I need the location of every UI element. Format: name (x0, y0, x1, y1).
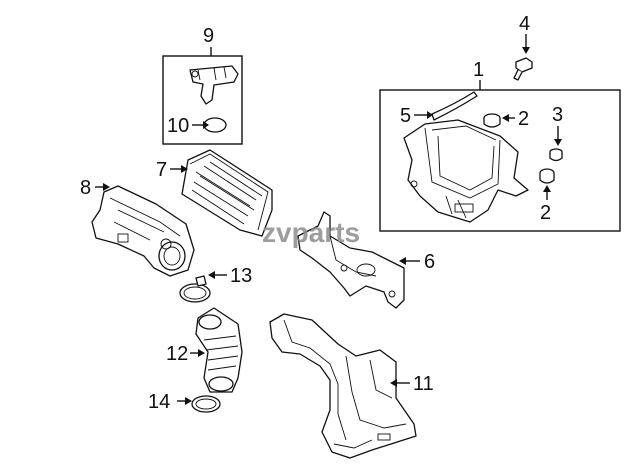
callout-4: 4 (519, 13, 530, 35)
watermark: zvparts (262, 217, 360, 248)
callout-12: 12 (166, 343, 188, 365)
callout-2-lower: 2 (540, 202, 551, 224)
callout-3: 3 (552, 104, 563, 126)
grommet-upper (483, 113, 501, 128)
breather-tube (431, 91, 478, 121)
inset-box-air-cleaner-case (379, 89, 621, 232)
inset-box-mass-airflow-sensor (162, 55, 243, 145)
air-cleaner-cover (91, 185, 195, 277)
callout-1: 1 (473, 59, 484, 81)
callout-10: 10 (167, 115, 189, 137)
mass-airflow-sensor (189, 65, 239, 105)
callout-6: 6 (424, 251, 435, 273)
intake-hose (195, 307, 243, 393)
mounting-bracket (297, 211, 405, 309)
bushing (549, 148, 563, 162)
callout-5: 5 (400, 105, 411, 127)
callout-8: 8 (80, 177, 91, 199)
callout-13: 13 (230, 265, 252, 287)
air-filter-element (181, 149, 273, 237)
air-duct (269, 313, 417, 459)
callout-14: 14 (148, 391, 170, 413)
air-cleaner-case (403, 119, 529, 223)
grommet-lower (539, 168, 555, 184)
callout-2-upper: 2 (518, 108, 529, 130)
callout-9: 9 (203, 25, 214, 47)
callout-7: 7 (156, 159, 167, 181)
bolt (513, 57, 533, 81)
hose-clamp (179, 275, 211, 303)
clamp-ring (191, 395, 221, 413)
callout-11: 11 (413, 373, 434, 395)
